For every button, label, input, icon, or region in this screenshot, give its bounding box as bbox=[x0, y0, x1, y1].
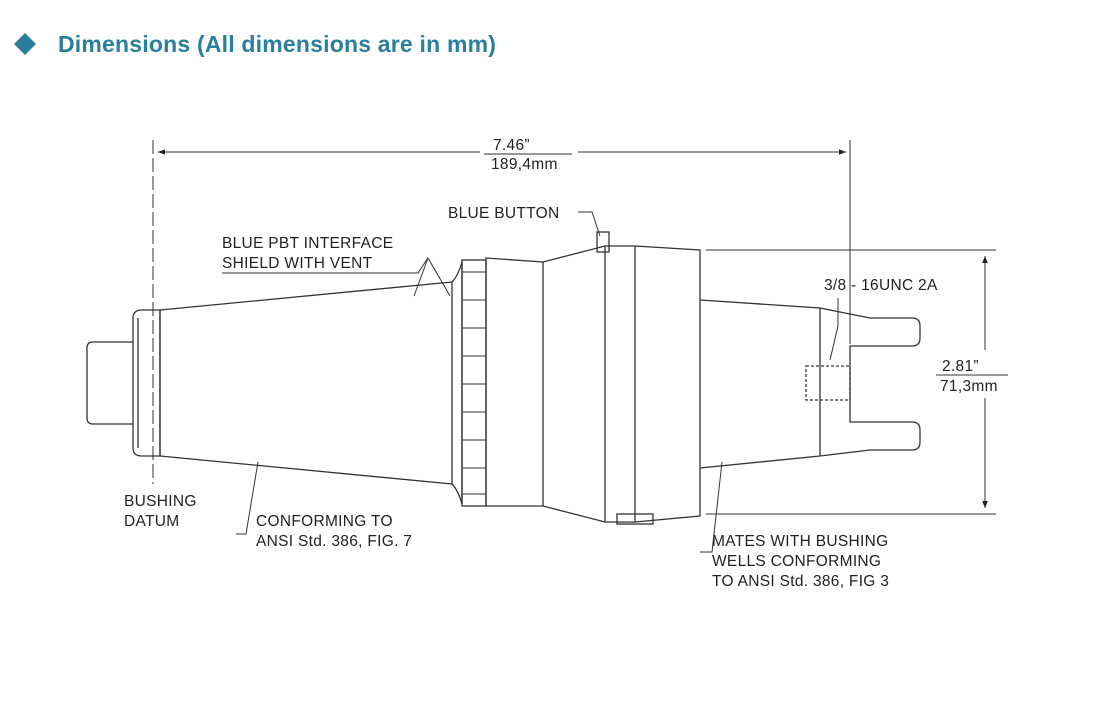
length-inch-label: 7.46” bbox=[493, 137, 530, 154]
diamond-icon bbox=[12, 31, 38, 57]
diameter-inch-label: 2.81” bbox=[942, 358, 979, 375]
dimension-lines bbox=[152, 140, 996, 515]
thread-label: 3/8 - 16UNC 2A bbox=[824, 277, 938, 294]
section-title: Dimensions (All dimensions are in mm) bbox=[58, 30, 497, 57]
conform-label-line2: ANSI Std. 386, FIG. 7 bbox=[256, 533, 412, 550]
conform-label-line1: CONFORMING TO bbox=[256, 513, 393, 530]
datum-label-line2: DATUM bbox=[124, 513, 179, 530]
mates-label-line2: WELLS CONFORMING bbox=[712, 553, 881, 570]
section-header: Dimensions (All dimensions are in mm) bbox=[12, 26, 496, 62]
shield-label-line1: BLUE PBT INTERFACE bbox=[222, 235, 393, 252]
collar-ribs bbox=[462, 271, 486, 495]
length-mm-label: 189,4mm bbox=[491, 156, 558, 173]
mates-label-line1: MATES WITH BUSHING bbox=[712, 533, 888, 550]
blue-button-label: BLUE BUTTON bbox=[448, 205, 560, 222]
diameter-mm-label: 71,3mm bbox=[940, 378, 998, 395]
product-outline bbox=[86, 231, 921, 525]
datum-label-line1: BUSHING bbox=[124, 493, 197, 510]
shield-label-line2: SHIELD WITH VENT bbox=[222, 255, 373, 272]
mates-label-line3: TO ANSI Std. 386, FIG 3 bbox=[712, 573, 889, 590]
leader-lines bbox=[222, 211, 839, 553]
